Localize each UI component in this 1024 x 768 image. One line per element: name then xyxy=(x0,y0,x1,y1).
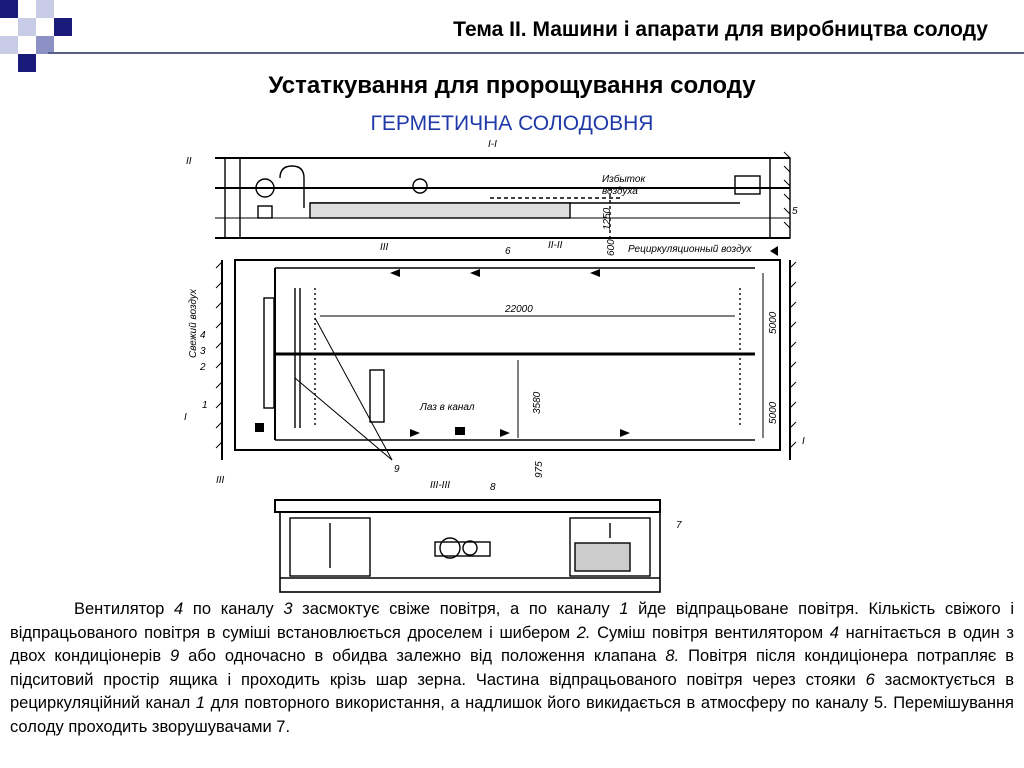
dim-offset: 975 xyxy=(534,461,545,478)
label-section-iii-iii: III-III xyxy=(430,480,450,491)
callout-8: 8 xyxy=(490,482,496,493)
dim-height2: 600 xyxy=(606,239,617,256)
description-paragraph: Вентилятор 4 по каналу 3 засмоктує свіже… xyxy=(10,600,1015,736)
corner-square-2 xyxy=(18,18,36,36)
corner-square-6 xyxy=(18,54,36,72)
dim-height1: 1250 xyxy=(602,207,613,230)
slide-subtitle: ГЕРМЕТИЧНА СОЛОДОВНЯ xyxy=(370,112,654,135)
callout-9: 9 xyxy=(394,464,400,475)
slide-title: Устаткування для пророщування солоду xyxy=(268,72,756,99)
callout-7: 7 xyxy=(676,520,682,531)
label-excess-air-2: воздуха xyxy=(602,186,638,197)
callout-1: 1 xyxy=(202,400,208,411)
label-fresh-air: Свежий воздух xyxy=(188,288,199,358)
corner-square-4 xyxy=(0,36,18,54)
label-manhole: Лаз в канал xyxy=(419,402,475,413)
right-wall xyxy=(789,260,797,460)
label-iii-left: III xyxy=(216,475,225,486)
air-flow-arrows xyxy=(255,246,778,437)
corner-square-3 xyxy=(36,0,54,18)
corner-square-1 xyxy=(0,0,18,18)
topic-header: Тема ІІ. Машини і апарати для виробництв… xyxy=(453,18,988,41)
dim-width-top: 5000 xyxy=(768,311,779,334)
dim-length: 22000 xyxy=(504,304,533,315)
plan-view xyxy=(234,259,781,451)
label-ii-left: II xyxy=(186,156,192,167)
dim-inner: 3580 xyxy=(532,391,543,414)
label-section-ii-ii: II-II xyxy=(548,240,563,251)
label-i-right: I xyxy=(802,436,805,447)
corner-square-5 xyxy=(54,18,72,36)
left-wall xyxy=(215,260,223,460)
callout-6: 6 xyxy=(505,246,511,257)
header-divider xyxy=(48,52,1024,54)
label-section-i-i: I-I xyxy=(488,139,497,150)
label-excess-air-1: Избыток xyxy=(602,173,646,185)
section-iii-iii xyxy=(274,499,661,593)
malthouse-drawing: I-I II-II III-III II III III I I Избыток… xyxy=(184,139,805,593)
corner-square-7 xyxy=(36,36,54,54)
dim-width-bottom: 5000 xyxy=(768,401,779,424)
callout-3: 3 xyxy=(200,346,206,357)
wall-hatch-right-top xyxy=(783,151,791,229)
section-i-i xyxy=(215,157,791,239)
callout-2: 2 xyxy=(199,362,206,373)
callout-5: 5 xyxy=(792,206,798,217)
label-iii-top: III xyxy=(380,242,389,253)
label-i-left: I xyxy=(184,412,187,423)
label-recirc-air: Рециркуляционный воздух xyxy=(628,244,752,255)
callout-4: 4 xyxy=(200,330,206,341)
